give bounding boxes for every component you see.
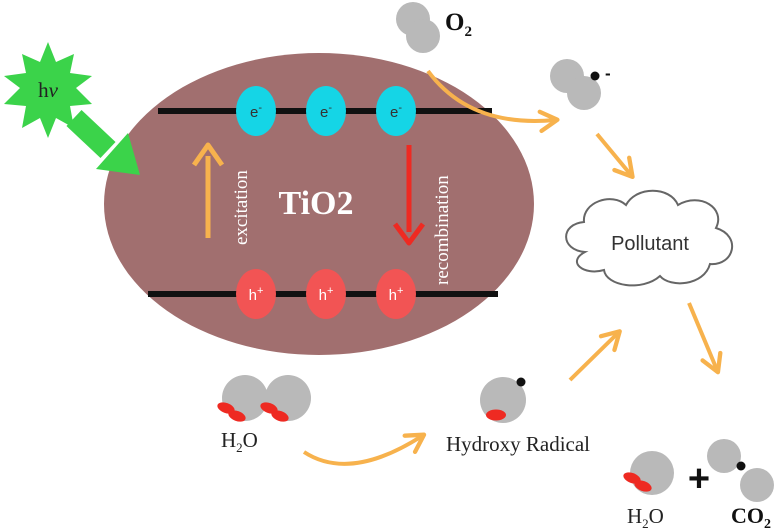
svg-text:e-: e- xyxy=(390,102,402,121)
oxygen-molecule xyxy=(396,2,440,53)
arrow-hydroxy-to-pollutant xyxy=(568,329,622,382)
electron: e- xyxy=(376,86,416,136)
excitation-arrow xyxy=(191,142,225,238)
water-molecule xyxy=(217,375,311,422)
light-arrow xyxy=(66,109,140,175)
svg-text:e-: e- xyxy=(250,102,262,121)
svg-text:-: - xyxy=(605,64,611,83)
tio2-particle xyxy=(104,53,534,355)
tio2-label: TiO2 xyxy=(279,185,354,222)
arrow-water-to-hydroxy xyxy=(302,432,427,466)
hole: h+ xyxy=(236,269,276,319)
hole: h+ xyxy=(306,269,346,319)
product-water-molecule xyxy=(623,451,674,495)
hydroxy-radical xyxy=(480,377,526,423)
svg-text:e-: e- xyxy=(320,102,332,121)
svg-text:h+: h+ xyxy=(319,285,334,304)
recombination-arrow xyxy=(392,145,426,246)
co2-label: CO2 xyxy=(731,503,771,531)
svg-text:hν: hν xyxy=(38,78,59,102)
superoxide-radical: - xyxy=(550,59,611,110)
oxygen-label: O2 xyxy=(445,9,472,40)
arrow-superoxide-to-pollutant xyxy=(595,132,635,180)
svg-text:h+: h+ xyxy=(389,285,404,304)
pollutant-cloud xyxy=(565,189,734,287)
svg-text:h+: h+ xyxy=(249,285,264,304)
co2-molecule xyxy=(707,439,774,502)
arrow-pollutant-to-products xyxy=(687,302,723,375)
electron: e- xyxy=(236,86,276,136)
hydroxy-label: Hydroxy Radical xyxy=(446,432,590,456)
water-label: H2O xyxy=(221,428,258,455)
arrow-oxygen-to-superoxide xyxy=(426,69,560,134)
hole: h+ xyxy=(376,269,416,319)
electron: e- xyxy=(306,86,346,136)
excitation-label: excitation xyxy=(231,170,252,245)
product-water-label: H2O xyxy=(627,504,664,531)
light-source-star: hν xyxy=(4,42,92,138)
recombination-label: recombination xyxy=(432,175,453,285)
pollutant-label: Pollutant xyxy=(611,233,689,255)
plus-sign: + xyxy=(688,458,710,500)
